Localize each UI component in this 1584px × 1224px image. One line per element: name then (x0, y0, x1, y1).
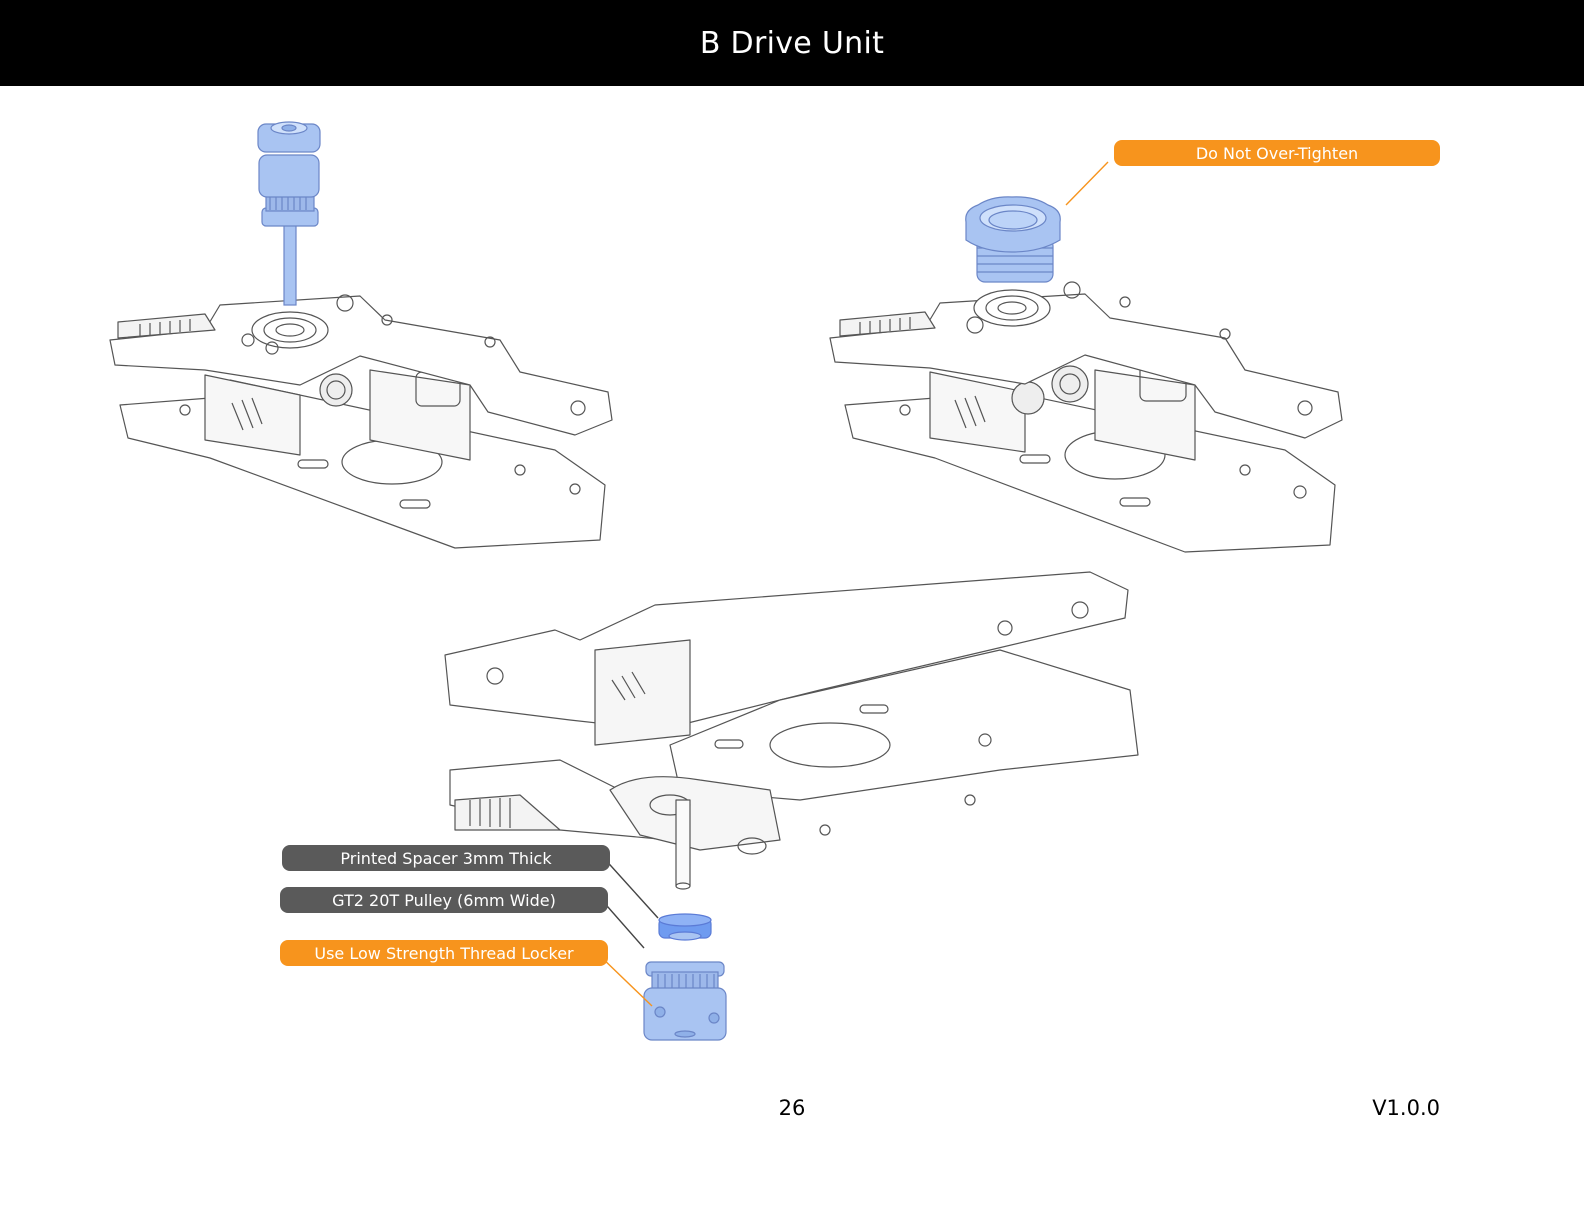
printed-spacer (658, 913, 712, 941)
callout-gt2-pulley: GT2 20T Pulley (6mm Wide) (280, 887, 608, 913)
callout-thread-locker: Use Low Strength Thread Locker (280, 940, 608, 966)
drive-unit-view-right (829, 281, 1343, 553)
page-header: B Drive Unit (0, 0, 1584, 86)
document-version: V1.0.0 (1372, 1096, 1440, 1120)
page-title: B Drive Unit (699, 25, 885, 61)
callout-over-tighten: Do Not Over-Tighten (1114, 140, 1440, 166)
drive-unit-view-left (109, 294, 613, 549)
gt2-pulley (643, 961, 727, 1041)
page-number: 26 (778, 1096, 806, 1120)
assembly-drawing (109, 121, 1343, 1041)
drive-unit-view-underside (444, 571, 1139, 890)
bearing-nut (965, 196, 1061, 283)
pulley-motor-left (257, 121, 321, 306)
callout-leaders (597, 161, 1109, 1007)
callout-printed-spacer: Printed Spacer 3mm Thick (282, 845, 610, 871)
